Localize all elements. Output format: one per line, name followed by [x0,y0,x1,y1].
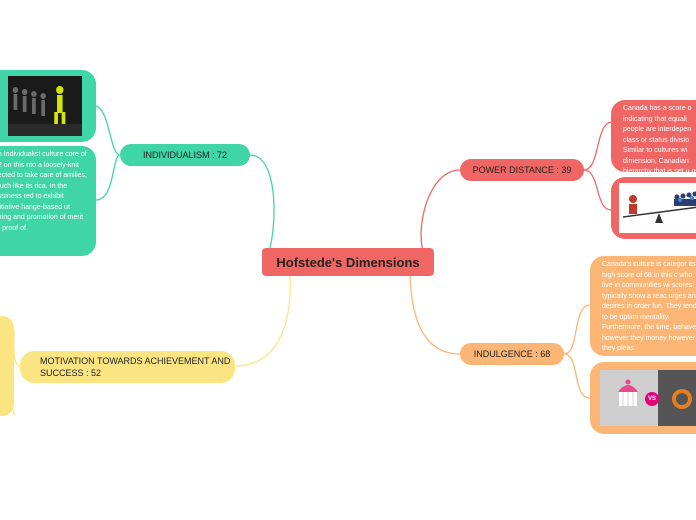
power-distance-label: POWER DISTANCE : 39 [472,165,572,175]
power-distance-note[interactable]: Canada has a score o indicating that equ… [611,100,696,172]
power-distance-note-text: Canada has a score o indicating that equ… [623,105,696,172]
individualism-note[interactable]: an Individualist culture core of 72 on t… [0,146,96,256]
power-distance-image-card[interactable] [611,177,696,239]
individualism-label: INDIVIDUALISM : 72 [142,150,228,160]
individualism-note-text: an Individualist culture core of 72 on t… [0,151,87,232]
individualism-image-card[interactable] [0,70,96,142]
person-leading-crowd-icon [8,76,82,136]
cupcake-vs-restraint-image: VS [600,370,696,426]
power-distance-node[interactable]: POWER DISTANCE : 39 [460,159,584,181]
indulgence-note-text: Canada's culture is categor its high sco… [602,261,696,352]
motivation-label: MOTIVATION TOWARDS ACHIEVEMENT AND SUCCE… [40,356,231,378]
individualism-node[interactable]: INDIVIDUALISM : 72 [120,144,250,166]
indulgence-note[interactable]: Canada's culture is categor its high sco… [590,256,696,356]
indulgence-label: INDULGENCE : 68 [473,349,551,359]
indulgence-image-card[interactable]: VS [590,362,696,434]
cupcake-icon [618,370,696,426]
motivation-node[interactable]: MOTIVATION TOWARDS ACHIEVEMENT AND SUCCE… [20,351,235,383]
vs-label: VS [647,396,656,402]
motivation-note[interactable] [0,316,14,416]
indulgence-node[interactable]: INDULGENCE : 68 [460,343,564,365]
central-topic-label: Hofstede's Dimensions [276,254,420,270]
central-topic[interactable]: Hofstede's Dimensions [262,248,434,276]
seesaw-one-vs-many-icon [619,183,696,233]
